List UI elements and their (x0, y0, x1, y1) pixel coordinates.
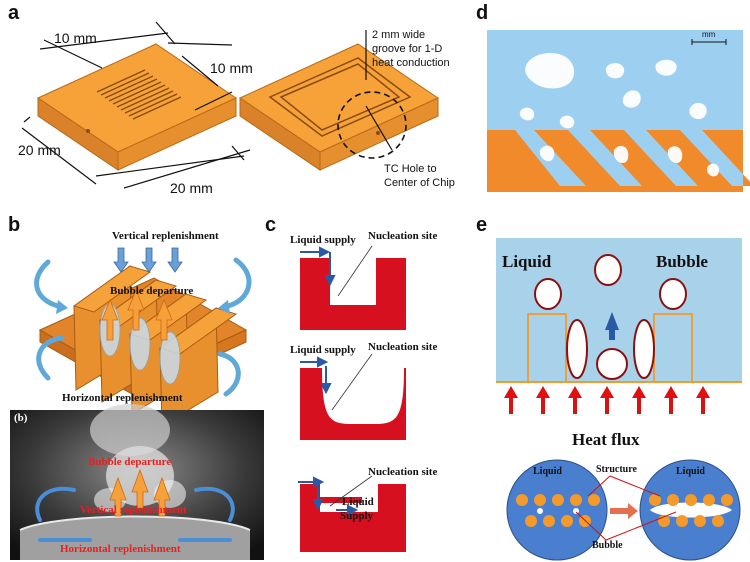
photo-tag: (b) (14, 412, 28, 424)
chip-left (36, 43, 238, 171)
c-liquid-3: Liquid (342, 496, 374, 508)
tc-note-line1: TC Hole to (384, 163, 437, 175)
dim-20mm-left: 20 mm (18, 142, 61, 158)
c-nucleation-3: Nucleation site (368, 466, 438, 478)
b-horizontal-label: Horizontal replenishment (62, 392, 183, 404)
e-bubble-small-label: Bubble (592, 540, 623, 551)
tc-note-line2: Center of Chip (384, 177, 455, 189)
panel-c-letter: c (265, 214, 277, 236)
c-nucleation-2: Nucleation site (368, 341, 438, 353)
chip-right (238, 43, 440, 171)
c-liquid-supply-2: Liquid supply (290, 344, 356, 356)
panel-e-letter: e (476, 214, 488, 236)
dim-10mm-top: 10 mm (54, 30, 97, 46)
e-bubble-label: Bubble (656, 252, 708, 271)
groove-note: 2 mm wide groove for 1-D heat conduction (372, 28, 450, 70)
b-vertical-label: Vertical replenishment (112, 230, 219, 242)
dim-20mm-bottom: 20 mm (170, 180, 213, 196)
dim-10mm-right: 10 mm (210, 60, 253, 76)
scale-bar-label: mm (702, 30, 716, 39)
e-heat-flux-label: Heat flux (572, 430, 640, 449)
c-supply-3: Supply (340, 510, 374, 522)
groove-note-line2: groove for 1-D (372, 43, 443, 55)
panel-d-letter: d (476, 2, 489, 24)
groove-note-line1: 2 mm wide (372, 29, 426, 41)
photo-bubble-label: Bubble departure (88, 456, 172, 468)
e-structure-label: Structure (596, 464, 637, 475)
panel-b-letter: b (8, 214, 21, 236)
e-liquid-label: Liquid (502, 252, 552, 271)
photo-horizontal-label: Horizontal replenishment (60, 543, 181, 555)
b-bubble-label: Bubble departure (110, 285, 194, 297)
e-circle-left-liquid: Liquid (533, 466, 562, 477)
photo-vertical-label: Vertical replenishment (80, 504, 187, 516)
e-circle-right-liquid: Liquid (676, 466, 705, 477)
tc-note: TC Hole to Center of Chip (384, 162, 455, 190)
c-nucleation-1: Nucleation site (368, 230, 438, 242)
panel-a-letter: a (8, 2, 20, 24)
c-liquid-supply-1: Liquid supply (290, 234, 356, 246)
groove-note-line3: heat conduction (372, 57, 450, 69)
